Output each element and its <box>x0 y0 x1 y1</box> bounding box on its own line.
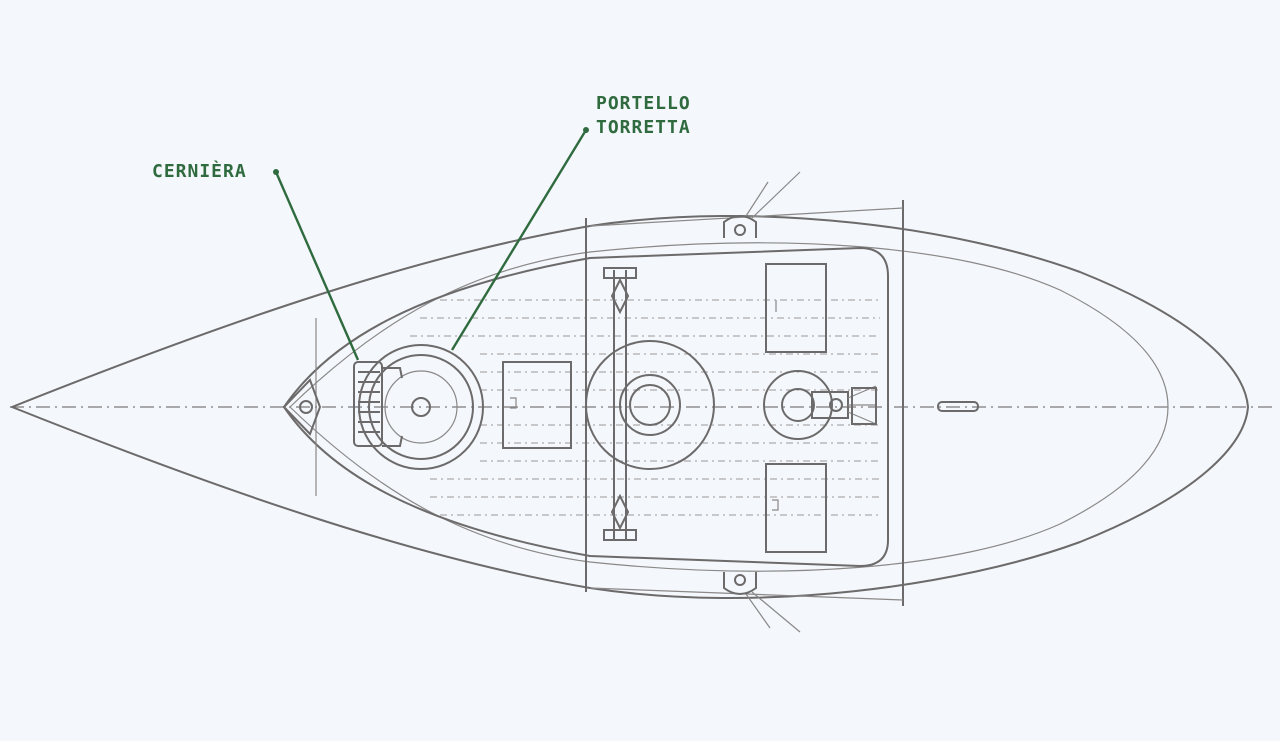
turret-hatch-label-line1: PORTELLO <box>596 93 691 114</box>
lower-aft-hatch <box>765 463 827 553</box>
bow-fitting <box>282 378 322 436</box>
callout-turret-hatch <box>450 127 589 351</box>
central-round-hatch <box>585 340 715 470</box>
upper-aft-hatch <box>765 263 827 353</box>
callout-hinge <box>273 169 360 361</box>
turret-hatch <box>358 344 484 470</box>
stern-fitting <box>937 401 979 412</box>
forward-hatch <box>502 361 572 449</box>
antenna-top-2 <box>745 181 769 217</box>
antenna-top-1 <box>751 171 801 219</box>
hinge <box>353 361 403 447</box>
side-lug-bottom <box>723 572 757 595</box>
turret-hatch-label-line2: TORRETTA <box>596 117 691 138</box>
antenna-bottom-2 <box>745 593 771 629</box>
hinge-label: CERNIÈRA <box>152 161 247 182</box>
deck-coaming <box>282 246 889 568</box>
transverse-beam <box>603 267 637 541</box>
outer-hull-outline <box>9 215 1250 599</box>
side-lug-top <box>723 215 757 238</box>
waterline-outline <box>289 242 1169 572</box>
aft-periscope-fitting <box>763 370 877 440</box>
antenna-bottom-1 <box>751 591 801 633</box>
